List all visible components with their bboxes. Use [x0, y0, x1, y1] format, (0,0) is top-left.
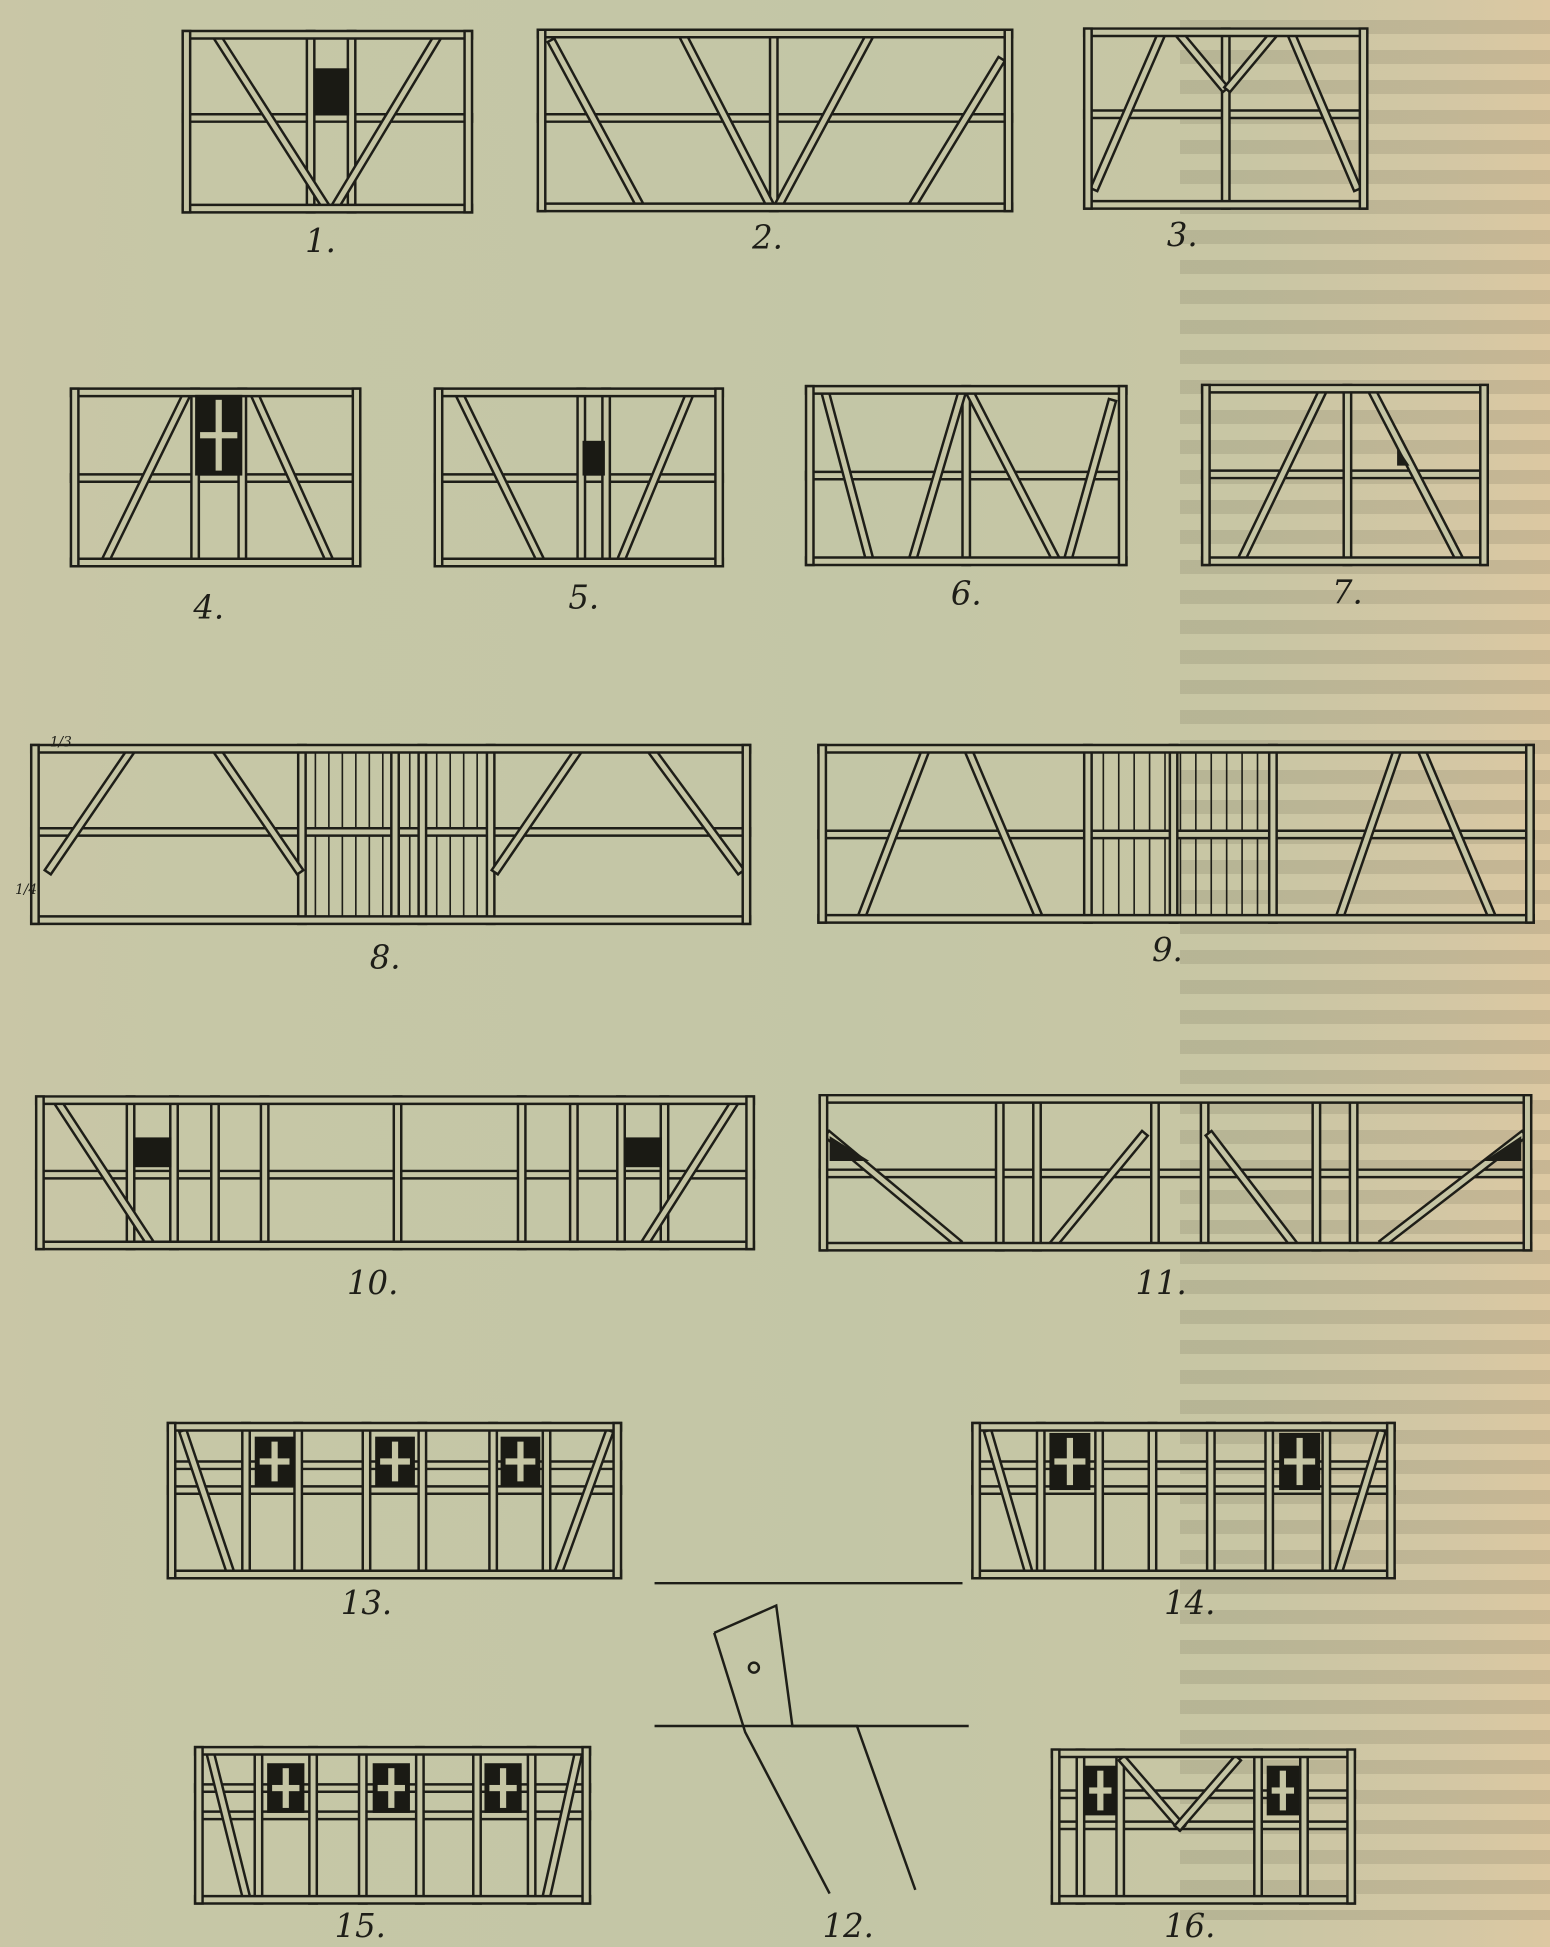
figure-label-11: 11.: [1136, 1264, 1187, 1302]
figure-label-16: 16.: [1164, 1907, 1215, 1945]
figure-label-5: 5.: [568, 578, 599, 616]
figure-label-15: 15.: [335, 1907, 386, 1945]
figure-label-9: 9.: [1152, 931, 1183, 969]
frame-figure-15: [193, 1745, 592, 1905]
frame-figure-13: [166, 1421, 623, 1580]
frame-figure-9: [817, 743, 1535, 924]
frame-figure-1: [181, 29, 474, 214]
peg-hole: [747, 1661, 761, 1674]
figure-label-10: 10.: [347, 1264, 398, 1302]
frame-figure-6: [804, 384, 1128, 567]
figure-label-12: 12.: [823, 1907, 874, 1945]
figure-label-8: 8.: [370, 939, 401, 977]
frame-figure-4: [69, 387, 362, 568]
frame-figure-11: [818, 1093, 1533, 1252]
frame-figure-7: [1200, 383, 1489, 567]
wedge: [1484, 1136, 1522, 1161]
frame-figure-5: [433, 387, 725, 568]
window: [314, 68, 350, 116]
window: [134, 1137, 172, 1168]
figure-label-1: 1.: [305, 222, 336, 260]
frame-figure-14: [971, 1421, 1396, 1580]
figure-label-14: 14.: [1164, 1584, 1215, 1622]
frame-figure-16: [1050, 1748, 1357, 1905]
joint-detail-figure-12: [654, 1581, 969, 1895]
annotation-side-fraction: 1/4: [15, 882, 37, 898]
figure-label-13: 13.: [341, 1584, 392, 1622]
bleed-through-text: [1180, 20, 1550, 1920]
window: [582, 440, 605, 476]
frame-figure-2: [536, 28, 1014, 213]
wedge: [829, 1136, 870, 1161]
figure-label-2: 2.: [751, 218, 783, 256]
window: [624, 1137, 663, 1168]
figure-label-3: 3.: [1167, 216, 1198, 254]
figure-label-7: 7.: [1332, 573, 1363, 611]
post-outline: [713, 1603, 917, 1891]
frame-figure-3: [1082, 27, 1369, 210]
post-outline: [712, 1632, 831, 1895]
frame-figure-10: [34, 1095, 756, 1251]
figure-label-4: 4.: [192, 588, 224, 626]
frame-figure-8: [29, 743, 752, 926]
annotation-top-fraction: 1/3: [50, 734, 72, 750]
figure-label-6: 6.: [951, 575, 982, 613]
